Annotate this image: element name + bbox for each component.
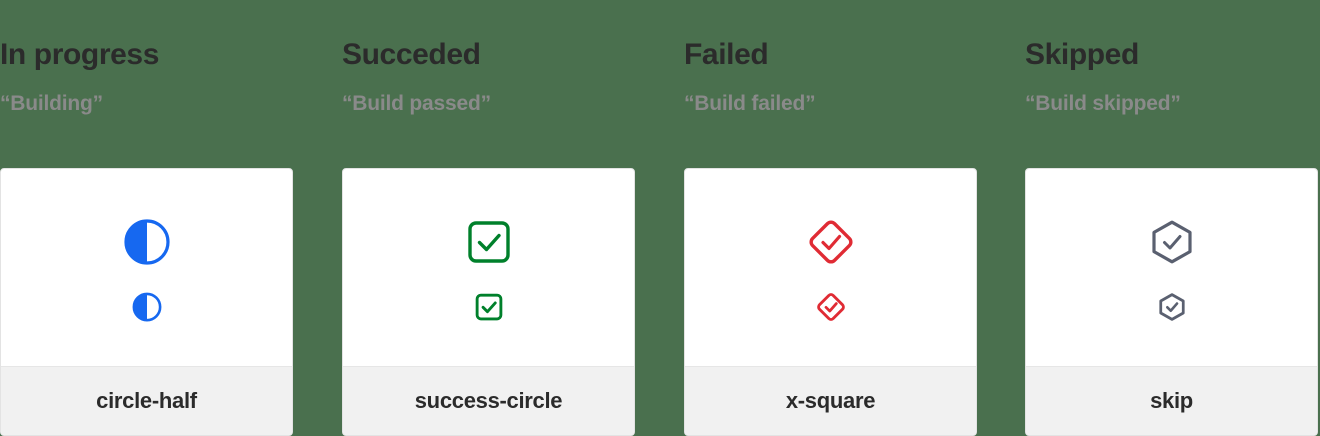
column-subtitle: “Build passed” [342,92,491,115]
column-title: Succeded [342,38,481,71]
icon-card[interactable]: skip [1025,168,1318,436]
circle-half-icon-small [132,292,162,322]
icon-card[interactable]: success-circle [342,168,635,436]
column-subtitle: “Building” [0,92,103,115]
icon-name-label: success-circle [414,388,563,413]
column-subtitle: “Build failed” [684,92,816,115]
column-subtitle: “Build skipped” [1025,92,1181,115]
status-column-in-progress: In progress “Building” [0,0,293,436]
x-square-icon-small [816,292,846,322]
icon-card-body [343,169,634,366]
icon-card-footer: success-circle [343,366,634,435]
icon-card[interactable]: circle-half [0,168,293,436]
circle-half-icon-large [123,218,171,266]
skip-icon-large [1148,218,1196,266]
column-title: In progress [0,38,159,71]
status-column-failed: Failed “Build failed” [684,0,977,436]
skip-icon-small [1157,292,1187,322]
status-column-succeded: Succeded “Build passed” [342,0,635,436]
icon-card-body [1026,169,1317,366]
status-column-skipped: Skipped “Build skipped” [1025,0,1318,436]
success-circle-icon-large [465,218,513,266]
icon-card-footer: skip [1026,366,1317,435]
icon-card-body [1,169,292,366]
icon-name-label: circle-half [96,388,197,413]
icon-card[interactable]: x-square [684,168,977,436]
icon-name-label: skip [1150,388,1193,413]
icon-card-footer: circle-half [1,366,292,435]
icon-card-footer: x-square [685,366,976,435]
column-title: Failed [684,38,769,71]
success-circle-icon-small [474,292,504,322]
column-title: Skipped [1025,38,1139,71]
x-square-icon-large [807,218,855,266]
icon-name-label: x-square [785,388,876,413]
icon-card-body [685,169,976,366]
